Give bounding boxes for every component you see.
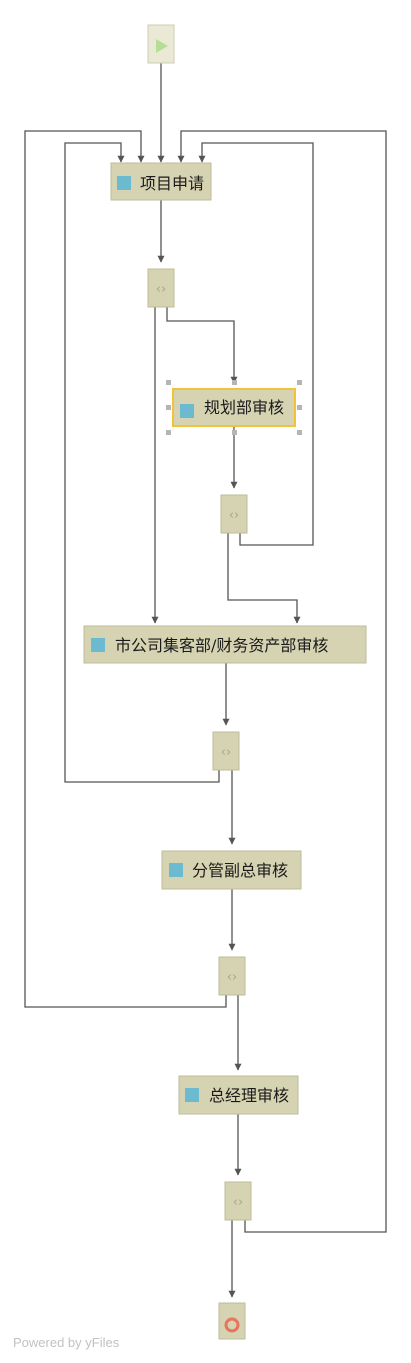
gateway-1[interactable]: ‹› [147, 268, 175, 308]
gateway-icon: ‹› [229, 508, 239, 523]
task-marker-icon [180, 404, 194, 418]
task-gm-review[interactable]: 总经理审核 [178, 1075, 299, 1115]
gateway-icon: ‹› [227, 970, 237, 985]
task-label: 项目申请 [140, 174, 204, 193]
edge-gateway1-to-planning [166, 307, 238, 384]
task-label: 规划部审核 [204, 398, 284, 417]
task-planning-review[interactable]: 规划部审核 [166, 380, 302, 435]
gateway-5[interactable]: ‹› [224, 1181, 252, 1221]
gateway-2[interactable]: ‹› [220, 494, 248, 534]
gateway-icon: ‹› [156, 282, 166, 297]
task-city-review[interactable]: 市公司集客部/财务资产部审核 [83, 625, 367, 664]
edge-gateway2-back-to-apply [198, 142, 314, 546]
start-event[interactable] [147, 24, 175, 64]
task-label: 总经理审核 [209, 1086, 289, 1105]
gateway-icon: ‹› [233, 1195, 243, 1210]
task-label: 分管副总审核 [192, 861, 288, 880]
edge-gateway3-back-to-apply [64, 142, 220, 783]
powered-by-footer: Powered by yFiles [13, 1335, 120, 1350]
task-marker-icon [169, 863, 183, 877]
task-project-apply[interactable]: 项目申请 [110, 162, 212, 201]
selection-handles[interactable] [166, 380, 302, 435]
end-ring-icon [224, 1317, 240, 1333]
task-vp-review[interactable]: 分管副总审核 [161, 850, 302, 890]
end-event[interactable] [218, 1302, 246, 1340]
edge-gateway2-to-city [227, 533, 301, 624]
play-icon [156, 39, 168, 53]
gateway-icon: ‹› [221, 745, 231, 760]
gateway-4[interactable]: ‹› [218, 956, 246, 996]
edge-gateway4-back-to-apply [24, 130, 227, 1008]
task-label: 市公司集客部/财务资产部审核 [115, 636, 328, 655]
task-marker-icon [91, 638, 105, 652]
edges [24, 63, 387, 1298]
gateway-3[interactable]: ‹› [212, 731, 240, 771]
edge-gateway5-back-to-apply [177, 130, 387, 1233]
task-marker-icon [185, 1088, 199, 1102]
task-marker-icon [117, 176, 131, 190]
